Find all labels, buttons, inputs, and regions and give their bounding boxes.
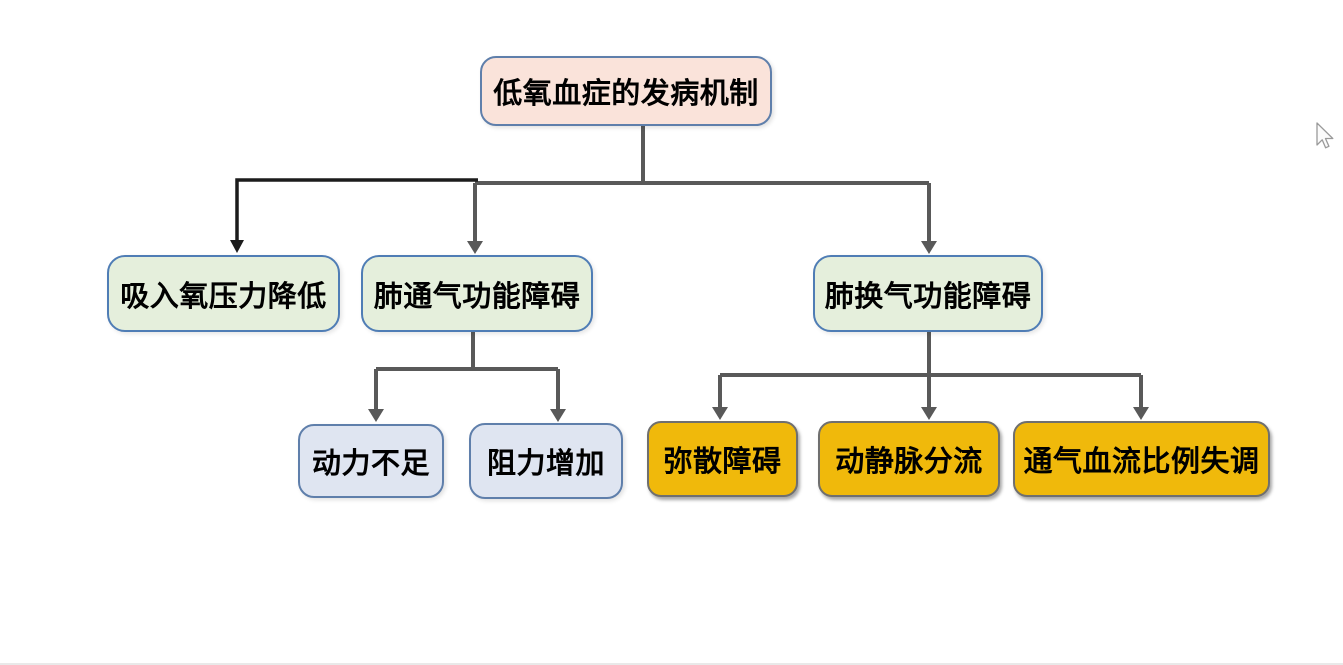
node-label: 阻力增加 (486, 446, 605, 480)
node-label: 动静脉分流 (835, 444, 983, 478)
mouse-pointer-icon (1316, 122, 1334, 149)
node-increased-resistance: 阻力增加 (469, 423, 623, 499)
node-label: 肺换气功能障碍 (824, 278, 1032, 313)
node-ventilation-perfusion-mismatch: 通气血流比例失调 (1013, 421, 1270, 497)
node-label: 通气血流比例失调 (1023, 444, 1260, 478)
node-inhaled-oxygen-pressure-decrease: 吸入氧压力降低 (107, 255, 340, 332)
node-label: 弥散障碍 (663, 444, 782, 478)
node-label: 动力不足 (311, 446, 430, 480)
node-insufficient-drive: 动力不足 (298, 424, 444, 498)
node-root-hypoxemia-mechanism: 低氧血症的发病机制 (480, 56, 772, 126)
node-label: 低氧血症的发病机制 (493, 76, 759, 110)
bottom-edge-line (0, 663, 1343, 665)
node-label: 吸入氧压力降低 (120, 278, 327, 313)
node-pulmonary-ventilation-dysfunction: 肺通气功能障碍 (361, 255, 593, 332)
node-label: 肺通气功能障碍 (373, 278, 581, 313)
node-diffusion-impairment: 弥散障碍 (647, 421, 798, 497)
node-pulmonary-gas-exchange-dysfunction: 肺换气功能障碍 (813, 255, 1043, 332)
node-arteriovenous-shunt: 动静脉分流 (818, 421, 1000, 497)
